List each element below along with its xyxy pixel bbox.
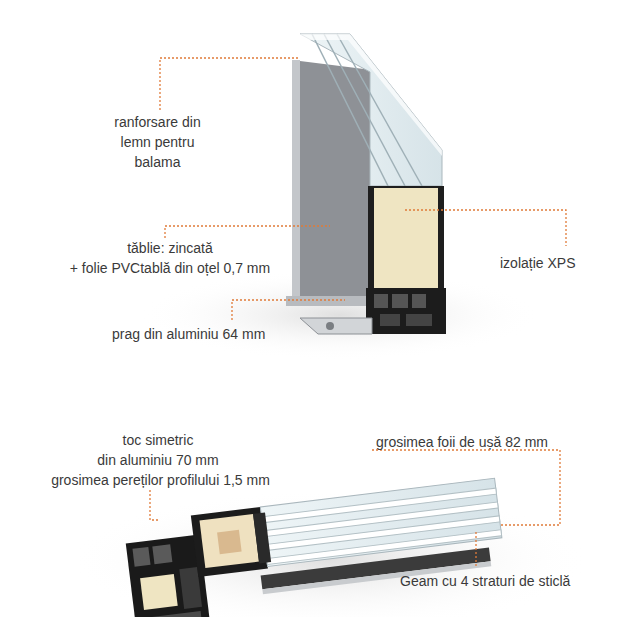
- callout-label: tăblie: zincată: [100, 238, 240, 258]
- callout-label: Geam cu 4 straturi de sticlă: [400, 571, 620, 591]
- door-section-bottom: [123, 478, 508, 617]
- callout-label: din aluminiu 70 mm: [78, 450, 238, 470]
- callout-label: grosimea pereților profilului 1,5 mm: [18, 470, 303, 490]
- callout-label: toc simetric: [98, 430, 218, 450]
- door-section-top: [286, 34, 446, 334]
- callout-label: prag din aluminiu 64 mm: [112, 324, 322, 344]
- callout-label: ranforsare din lemn pentru balama: [105, 112, 210, 172]
- callout-label: grosimea foii de ușă 82 mm: [376, 432, 606, 452]
- callout-label: izolație XPS: [500, 253, 615, 273]
- callout-label: + folie PVCtablă din oțel 0,7 mm: [40, 258, 300, 278]
- leader-lines: [150, 58, 566, 568]
